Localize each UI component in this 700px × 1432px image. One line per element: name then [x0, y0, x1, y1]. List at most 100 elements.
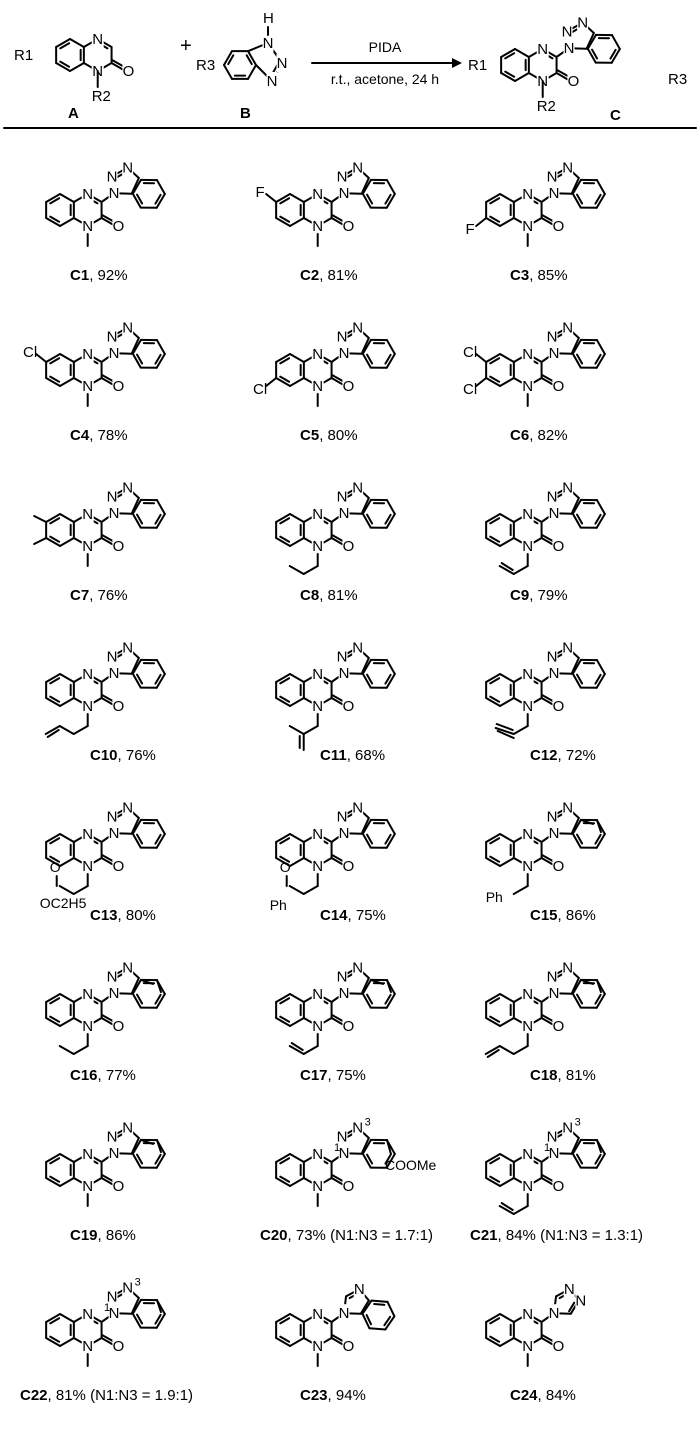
atom-bg — [563, 39, 575, 58]
product-id: C21 — [470, 1227, 498, 1244]
double-bond — [136, 1313, 144, 1325]
bt-benzo-bond — [385, 352, 396, 369]
bond — [386, 1300, 396, 1318]
bt-benzo-bond — [571, 672, 582, 689]
benzo-bond — [275, 1177, 291, 1187]
atom-bg — [521, 1177, 534, 1195]
atom-o: O — [343, 218, 355, 235]
caption-sep: , — [89, 427, 97, 444]
caption-sep: , — [98, 1067, 106, 1084]
bt-benzo-bond — [155, 499, 166, 515]
atom-bg — [112, 857, 125, 875]
bond — [58, 725, 75, 735]
bt-benzo-bond — [155, 832, 166, 849]
benzo-bond — [275, 857, 291, 867]
bond — [288, 885, 305, 895]
bt-benzo-bond — [131, 512, 142, 529]
double-bond — [49, 695, 61, 703]
bond — [570, 337, 580, 355]
benzo-bond — [275, 1313, 291, 1323]
benzo-bond — [499, 857, 515, 867]
pos-label-1: 1 — [104, 1302, 110, 1314]
benzo-bond — [289, 857, 305, 867]
atom-n1: N — [312, 218, 323, 235]
atom-n4: N — [537, 41, 548, 58]
double-bond — [594, 1153, 602, 1165]
benzo-bond — [514, 72, 530, 82]
atom-bg — [108, 824, 120, 843]
bt-benzo-bond — [131, 352, 142, 369]
atom-ring-n3: N — [354, 1281, 365, 1298]
atom-bg — [561, 22, 573, 41]
atom-bt-n2: N — [107, 168, 118, 185]
atom-bg — [81, 377, 94, 395]
atom-bg — [338, 824, 350, 843]
double-bond — [49, 997, 61, 1005]
methyl-bond — [579, 818, 594, 825]
methyl-bond — [139, 978, 154, 985]
atom-bg — [106, 487, 118, 506]
bt-benzo-bond — [571, 992, 582, 1009]
atom-o: O — [113, 1018, 125, 1035]
atom-bg — [122, 1278, 134, 1297]
double-bond — [279, 517, 291, 525]
caption-sep: , — [48, 1387, 56, 1404]
atom-bg — [521, 697, 534, 715]
double-bond — [383, 1315, 392, 1327]
double-bond — [136, 673, 144, 685]
benzo-bond — [45, 1313, 61, 1323]
atom-o: O — [343, 378, 355, 395]
bt-benzo-bond — [571, 352, 582, 369]
double-bond — [489, 677, 501, 685]
benzo-bond — [289, 513, 305, 523]
atom-ring-n1: N — [549, 1305, 560, 1322]
n-subst-bond — [72, 885, 89, 895]
benzo-bond — [289, 1313, 305, 1323]
benzo-bond — [59, 697, 75, 707]
double-bond — [594, 513, 602, 525]
atom-bg — [108, 664, 120, 683]
atom-bg — [81, 345, 94, 363]
atom-n4: N — [312, 1146, 323, 1163]
atom-bg — [548, 344, 560, 363]
double-bond — [279, 855, 291, 863]
atom-n1: N — [312, 858, 323, 875]
atom-bg — [552, 537, 565, 555]
caption-sep: , — [529, 427, 537, 444]
caption-sep: , — [319, 587, 327, 604]
bt-benzo-bond — [361, 1138, 372, 1155]
atom-bg — [552, 1337, 565, 1355]
caption-sep: , — [319, 427, 327, 444]
atom-n1: N — [522, 1018, 533, 1035]
atom-bg — [81, 505, 94, 523]
atom-bg — [562, 638, 574, 657]
atom-n1: N — [522, 698, 533, 715]
atom-bg — [548, 984, 560, 1003]
product-caption: C15, 86% — [530, 907, 596, 924]
product-caption: C17, 75% — [300, 1067, 366, 1084]
benzo-bond — [289, 1153, 305, 1163]
double-bond — [365, 1314, 373, 1326]
atom-bt-n1: N — [109, 1145, 120, 1162]
atom-bt-n2: N — [337, 808, 348, 825]
bond — [361, 1299, 373, 1315]
product-yield: 81% — [328, 267, 358, 284]
double-bond — [594, 193, 602, 205]
atom-bg — [562, 478, 574, 497]
double-bond — [576, 513, 584, 525]
bond — [223, 64, 233, 80]
bond — [288, 1045, 305, 1055]
bt-benzo-bond — [385, 832, 396, 849]
atom-n4: N — [522, 986, 533, 1003]
double-bond — [576, 993, 584, 1005]
double-bond — [49, 1175, 61, 1183]
phenyl-label: Ph — [486, 889, 503, 905]
caption-sep: , — [529, 267, 537, 284]
product-caption: C8, 81% — [300, 587, 358, 604]
atom-bg — [108, 184, 120, 203]
